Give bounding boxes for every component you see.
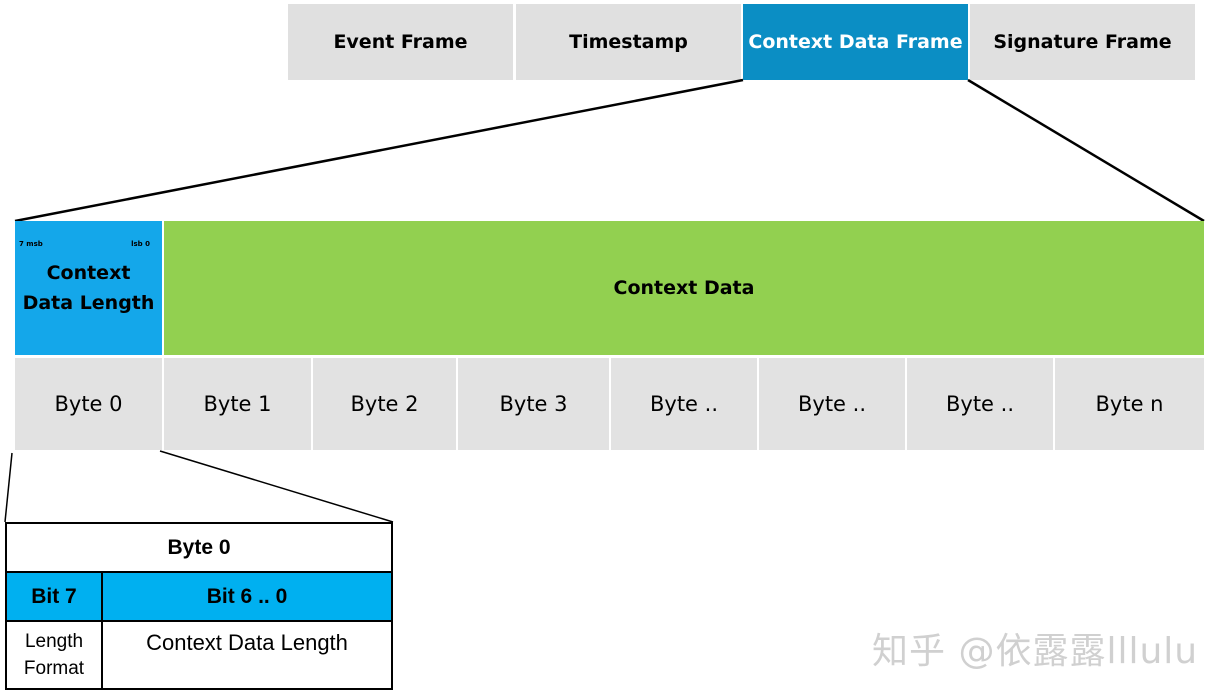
byte-label: Byte n xyxy=(1095,392,1164,416)
context-data-length-text: Context Data Length xyxy=(146,630,348,655)
byte0-line-left xyxy=(4,452,13,523)
byte0-line-right xyxy=(159,450,394,523)
byte-label: Byte 0 xyxy=(54,392,123,416)
byte0-table-bit6-0-header: Bit 6 .. 0 xyxy=(101,571,393,622)
context-data-length-title: Context Data Length xyxy=(22,262,155,314)
frame-event: Event Frame xyxy=(288,4,513,80)
frame-context-data-label: Context Data Frame xyxy=(748,31,963,53)
byte-cell: Byte 3 xyxy=(458,358,609,450)
frame-timestamp-label: Timestamp xyxy=(569,31,688,53)
length-format-text: Length Format xyxy=(23,631,85,679)
byte-label: Byte 2 xyxy=(350,392,419,416)
byte0-table-context-data-length: Context Data Length xyxy=(101,620,393,690)
context-data-box: Context Data xyxy=(164,221,1204,355)
byte-cell: Byte n xyxy=(1055,358,1204,450)
byte0-table-title-text: Byte 0 xyxy=(167,535,231,559)
msb-label: 7 msb xyxy=(19,240,43,248)
watermark: 知乎 @依露露lllulu xyxy=(872,631,1199,672)
frame-event-label: Event Frame xyxy=(333,31,468,53)
byte-cell: Byte .. xyxy=(611,358,757,450)
byte0-table-bit7-header: Bit 7 xyxy=(5,571,103,622)
frame-signature: Signature Frame xyxy=(970,4,1195,80)
byte-label: Byte .. xyxy=(797,392,866,416)
byte-cell: Byte 1 xyxy=(164,358,311,450)
byte-cell: Byte .. xyxy=(907,358,1053,450)
byte-cell: Byte 0 xyxy=(15,358,162,450)
zoom-line-left xyxy=(14,78,744,223)
byte-cell: Byte .. xyxy=(759,358,905,450)
context-data-length-box: 7 msb lsb 0 Context Data Length xyxy=(15,221,162,355)
zoom-line-right xyxy=(967,78,1205,223)
byte-label: Byte 1 xyxy=(203,392,272,416)
bit6-0-header-text: Bit 6 .. 0 xyxy=(206,584,288,608)
byte0-table-length-format: Length Format xyxy=(5,620,103,690)
lsb-label: lsb 0 xyxy=(131,240,150,248)
byte-label: Byte .. xyxy=(649,392,718,416)
byte-label: Byte .. xyxy=(945,392,1014,416)
context-data-label: Context Data xyxy=(613,277,755,299)
byte0-table-title: Byte 0 xyxy=(5,522,393,573)
byte-label: Byte 3 xyxy=(499,392,568,416)
byte-cell: Byte 2 xyxy=(313,358,456,450)
frame-timestamp: Timestamp xyxy=(516,4,741,80)
bit7-header-text: Bit 7 xyxy=(31,584,77,608)
frame-context-data: Context Data Frame xyxy=(743,4,968,80)
frame-signature-label: Signature Frame xyxy=(993,31,1172,53)
